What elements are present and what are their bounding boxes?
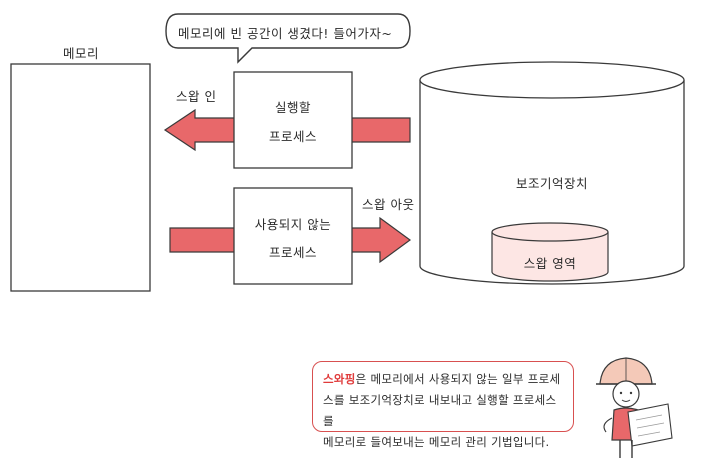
- worker-character-icon: [596, 357, 673, 458]
- memory-box: [10, 63, 151, 292]
- speech-bubble-text: 메모리에 빈 공간이 생겼다! 들어가자~: [178, 26, 393, 41]
- unused-process-line2: 프로세스: [268, 245, 317, 260]
- running-process-line2: 프로세스: [268, 129, 317, 144]
- swap-out-label: 스왑 아웃: [362, 197, 415, 212]
- swap-area-cylinder: [491, 222, 609, 282]
- unused-process-box: [233, 187, 353, 285]
- speech-bubble: [165, 13, 411, 64]
- note-highlight: 스와핑: [323, 372, 356, 386]
- running-process-line1: 실행할: [274, 100, 311, 115]
- memory-label: 메모리: [62, 46, 99, 61]
- explanation-note: 스와핑은 메모리에서 사용되지 않는 일부 프로세 스를 보조기억장치로 내보내…: [312, 361, 574, 449]
- swap-area-label: 스왑 영역: [523, 256, 577, 271]
- storage-label: 보조기억장치: [515, 176, 588, 191]
- unused-process-line1: 사용되지 않는: [254, 217, 332, 232]
- running-process-box: [233, 71, 353, 169]
- note-line-2: 스를 보조기억장치로 내보내고 실행할 프로세스를: [323, 393, 557, 428]
- swap-in-label: 스왑 인: [176, 89, 217, 104]
- note-line-1-rest: 은 메모리에서 사용되지 않는 일부 프로세: [355, 372, 561, 386]
- note-line-1: 스와핑은 메모리에서 사용되지 않는 일부 프로세: [323, 369, 563, 390]
- storage-cylinder: [419, 61, 685, 285]
- note-line-3: 메모리로 들여보내는 메모리 관리 기법입니다.: [323, 435, 550, 449]
